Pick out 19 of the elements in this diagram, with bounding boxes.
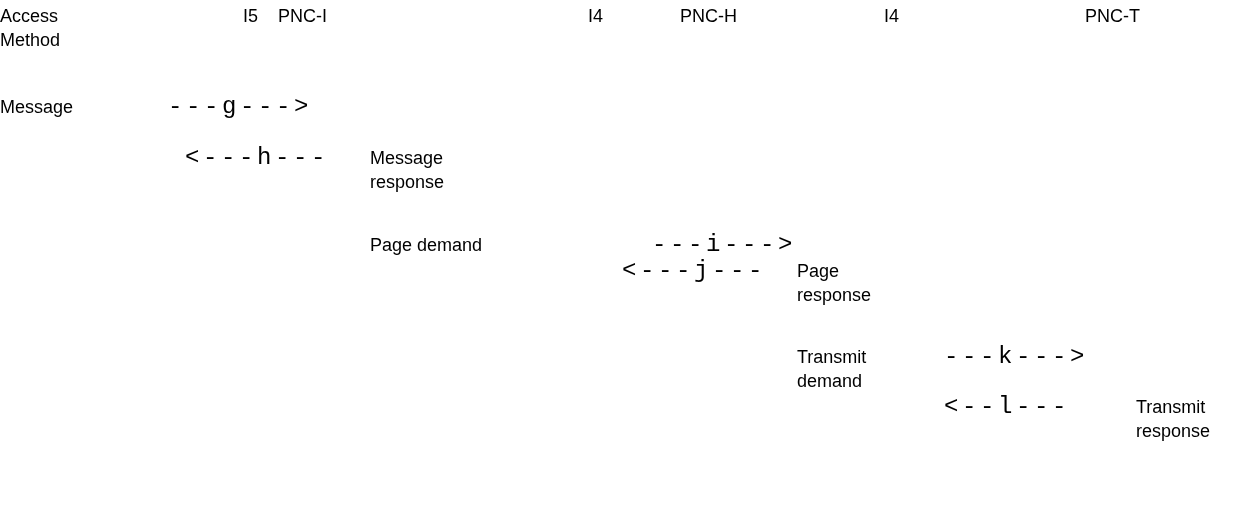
label-text: PNC-T	[1085, 5, 1140, 28]
ascii-arrow-text: ---g--->	[168, 93, 313, 121]
label-text: Transmit demand	[797, 346, 868, 393]
ascii-arrow-text: <--l---	[944, 393, 1071, 421]
label-text: Access Method	[0, 5, 62, 52]
ascii-arrow-text: <---j---	[622, 257, 767, 285]
label-text: I4	[588, 5, 603, 28]
label-text: I5	[243, 5, 258, 28]
label-text: PNC-I	[278, 5, 327, 28]
label-text: Page demand	[370, 234, 483, 257]
label-text: Message response	[370, 147, 446, 194]
ascii-arrow-text: ---i--->	[652, 231, 797, 259]
label-text: Message	[0, 96, 74, 119]
label-text: Page response	[797, 260, 873, 307]
label-text: PNC-H	[680, 5, 737, 28]
label-text: I4	[884, 5, 899, 28]
ascii-arrow-text: ---k--->	[944, 343, 1089, 371]
ascii-arrow-text: <---h---	[185, 144, 330, 172]
label-text: Transmit response	[1136, 396, 1212, 443]
